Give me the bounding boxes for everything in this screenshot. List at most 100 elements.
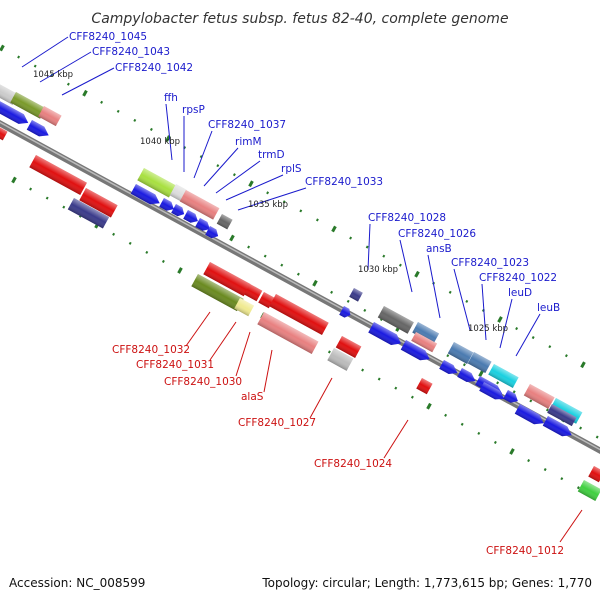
gene-label[interactable]: CFF8240_1031 bbox=[136, 359, 214, 371]
gene-block[interactable] bbox=[179, 190, 220, 220]
gene-label[interactable]: CFF8240_1023 bbox=[451, 257, 529, 269]
gene-label[interactable]: CFF8240_1043 bbox=[92, 46, 170, 58]
gene-arrow[interactable] bbox=[514, 404, 547, 428]
leader-line bbox=[263, 349, 273, 393]
minor-tick bbox=[100, 100, 104, 104]
gene-block[interactable] bbox=[0, 122, 8, 141]
gene-block[interactable] bbox=[523, 384, 555, 409]
gene-arrow[interactable] bbox=[183, 210, 200, 225]
gene-block[interactable] bbox=[203, 262, 251, 297]
gene-label[interactable]: trmD bbox=[258, 149, 285, 161]
gene-block[interactable] bbox=[588, 466, 600, 483]
gene-block[interactable] bbox=[577, 480, 600, 501]
gene-block[interactable] bbox=[67, 198, 110, 229]
gene-arrow[interactable] bbox=[26, 120, 52, 140]
gene-block[interactable] bbox=[412, 322, 440, 345]
gene-label[interactable]: rimM bbox=[235, 136, 262, 148]
gene-label[interactable]: CFF8240_1037 bbox=[208, 119, 286, 131]
gene-label[interactable]: CFF8240_1027 bbox=[238, 417, 316, 429]
minor-tick bbox=[112, 232, 116, 236]
minor-tick bbox=[29, 187, 33, 191]
gene-block-shade bbox=[335, 336, 362, 358]
gene-label[interactable]: rplS bbox=[281, 163, 302, 175]
gene-block[interactable] bbox=[349, 288, 363, 302]
gene-arrow[interactable] bbox=[0, 98, 31, 128]
gene-block[interactable] bbox=[377, 306, 414, 334]
topology-text: Topology: circular; Length: 1,773,615 bp… bbox=[261, 576, 592, 590]
leader-line bbox=[309, 377, 333, 419]
gene-block[interactable] bbox=[488, 364, 519, 388]
minor-tick bbox=[595, 435, 599, 439]
gene-arrow[interactable] bbox=[159, 198, 176, 213]
gene-block[interactable] bbox=[269, 294, 329, 336]
kbp-scale: 1045 kbp 1040 kbp 1035 kbp 1030 kbp 1025… bbox=[33, 70, 508, 334]
gene-block[interactable] bbox=[38, 106, 62, 127]
gene-label[interactable]: CFF8240_1042 bbox=[115, 62, 193, 74]
minor-tick bbox=[17, 55, 21, 59]
gene-block[interactable] bbox=[191, 274, 244, 312]
gene-label[interactable]: CFF8240_1022 bbox=[479, 272, 557, 284]
minor-tick bbox=[116, 109, 120, 113]
gene-label[interactable]: leuB bbox=[537, 302, 560, 314]
label-leader-lines bbox=[21, 36, 583, 543]
gene-arrow[interactable] bbox=[400, 340, 433, 364]
gene-label[interactable]: CFF8240_1032 bbox=[112, 344, 190, 356]
minor-tick bbox=[361, 368, 365, 372]
gene-arrow[interactable] bbox=[439, 360, 460, 377]
gene-block[interactable] bbox=[467, 352, 492, 373]
gene-block[interactable] bbox=[244, 284, 263, 302]
gene-label[interactable]: CFF8240_1033 bbox=[305, 176, 383, 188]
leader-line bbox=[209, 321, 237, 361]
gene-arrow-shade bbox=[542, 416, 572, 437]
leader-line bbox=[499, 298, 513, 349]
gene-block[interactable] bbox=[216, 214, 233, 230]
gene-arrow[interactable] bbox=[205, 226, 220, 241]
gene-label[interactable]: rpsP bbox=[182, 104, 205, 116]
gene-block-shade bbox=[67, 198, 110, 229]
major-tick bbox=[82, 89, 88, 97]
gene-arrow[interactable] bbox=[171, 204, 186, 219]
minor-tick bbox=[515, 327, 519, 331]
gene-label[interactable]: leuD bbox=[508, 287, 532, 299]
gene-block[interactable] bbox=[137, 168, 176, 198]
gene-arrow[interactable] bbox=[479, 382, 507, 403]
gene-arrow[interactable] bbox=[130, 184, 163, 208]
kbp-tick-label: 1030 kbp bbox=[358, 265, 398, 275]
gene-block[interactable] bbox=[411, 332, 438, 353]
gene-arrow-shade bbox=[171, 204, 185, 217]
gene-label[interactable]: CFF8240_1024 bbox=[314, 458, 392, 470]
gene-block[interactable] bbox=[547, 404, 577, 427]
gene-arrow[interactable] bbox=[339, 306, 353, 320]
gene-label[interactable]: CFF8240_1028 bbox=[368, 212, 446, 224]
gene-block[interactable] bbox=[234, 298, 255, 317]
gene-arrow[interactable] bbox=[542, 416, 575, 440]
gene-block[interactable] bbox=[79, 188, 118, 218]
gene-arrow[interactable] bbox=[457, 368, 478, 385]
gene-block[interactable] bbox=[0, 80, 19, 105]
gene-label[interactable]: alaS bbox=[241, 391, 264, 403]
gene-block[interactable] bbox=[416, 378, 433, 395]
gene-arrow[interactable] bbox=[195, 218, 212, 233]
gene-block[interactable] bbox=[29, 155, 87, 196]
gene-block[interactable] bbox=[335, 336, 362, 358]
gene-label[interactable]: ansB bbox=[426, 243, 452, 255]
gene-arrow[interactable] bbox=[368, 322, 404, 349]
gene-label[interactable]: CFF8240_1030 bbox=[164, 376, 242, 388]
gene-block[interactable] bbox=[10, 92, 46, 119]
gene-label[interactable]: ffh bbox=[164, 92, 178, 104]
gene-block[interactable] bbox=[327, 348, 354, 371]
gene-label[interactable]: CFF8240_1026 bbox=[398, 228, 476, 240]
minor-tick bbox=[149, 127, 153, 131]
gene-block-shade bbox=[467, 352, 492, 373]
gene-arrow[interactable] bbox=[503, 390, 520, 405]
gene-block[interactable] bbox=[447, 342, 474, 364]
gene-label[interactable]: CFF8240_1012 bbox=[486, 545, 564, 557]
gene-arrow-shade bbox=[0, 98, 29, 124]
leader-line bbox=[481, 283, 487, 341]
gene-label[interactable]: CFF8240_1045 bbox=[69, 31, 147, 43]
map-title: Campylobacter fetus subsp. fetus 82-40, … bbox=[91, 11, 508, 27]
gene-block-shade bbox=[38, 106, 62, 127]
gene-block[interactable] bbox=[257, 312, 319, 354]
minor-tick bbox=[496, 381, 500, 385]
gene-block-shade bbox=[523, 384, 555, 409]
